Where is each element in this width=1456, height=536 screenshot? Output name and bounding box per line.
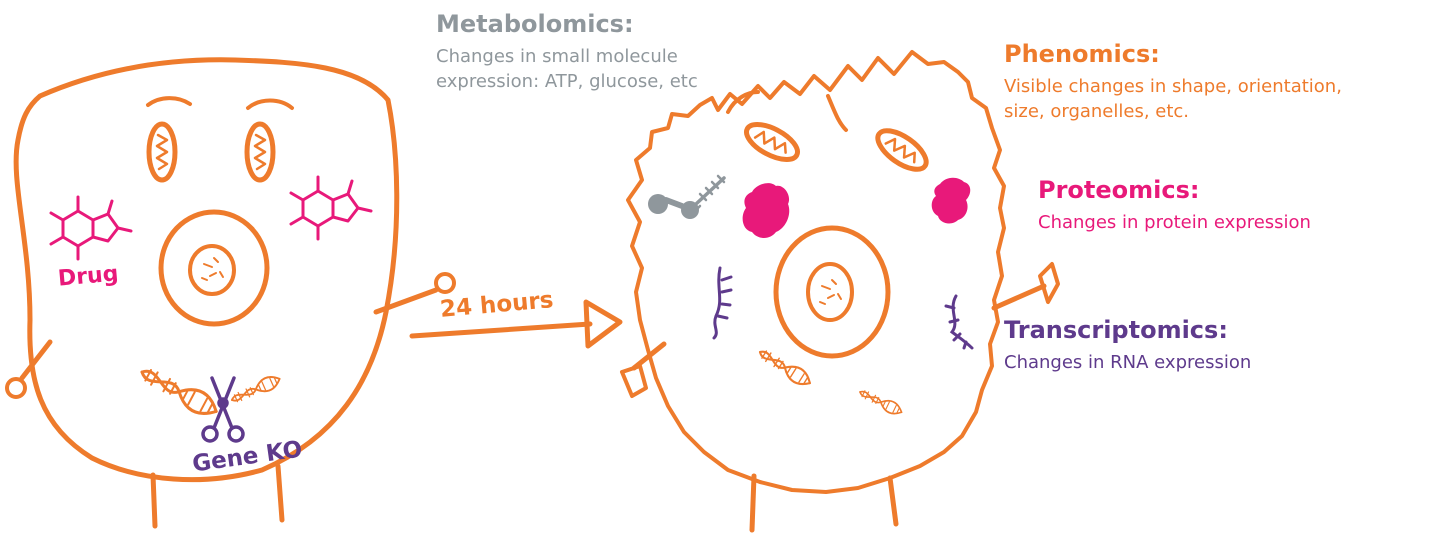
after-cell-right-arm bbox=[991, 283, 1047, 311]
before-cell-left-hand bbox=[5, 377, 27, 399]
after-cell-eyebrow bbox=[726, 90, 760, 114]
transcriptomics-line: Changes in RNA expression bbox=[1004, 352, 1252, 373]
phenomics-line: Visible changes in shape, orientation, bbox=[1004, 76, 1342, 97]
after-cell-left-arm bbox=[631, 341, 667, 371]
after-cell-eyebrow bbox=[826, 94, 848, 132]
metabolomics-line: Changes in small molecule bbox=[436, 46, 678, 67]
before-cell-left-leg bbox=[150, 472, 158, 529]
proteomics-annotation: Proteomics: Changes in protein expressio… bbox=[1038, 176, 1311, 235]
nucleus-icon bbox=[158, 209, 270, 327]
metabolite-icon bbox=[648, 174, 726, 219]
transcriptomics-title: Transcriptomics: bbox=[1004, 316, 1228, 344]
proteomics-title: Proteomics: bbox=[1038, 176, 1200, 204]
protein-blob-icon bbox=[742, 183, 790, 238]
drug-label: Drug bbox=[56, 261, 120, 292]
drug-molecule-icon bbox=[289, 175, 373, 241]
before-cell-right-leg bbox=[275, 463, 285, 523]
metabolomics-annotation: Metabolomics: Changes in small molecule … bbox=[436, 10, 698, 94]
metabolomics-line: expression: ATP, glucose, etc bbox=[436, 71, 698, 92]
after-cell-right-leg bbox=[887, 475, 899, 527]
before-cell-outline bbox=[13, 57, 400, 483]
mitochondria-icon bbox=[149, 124, 175, 180]
proteomics-line: Changes in protein expression bbox=[1038, 212, 1311, 233]
phenomics-annotation: Phenomics: Visible changes in shape, ori… bbox=[1004, 40, 1342, 124]
before-cell-eyebrow bbox=[146, 96, 192, 107]
protein-blob-icon bbox=[931, 177, 971, 224]
drug-molecule-icon bbox=[49, 195, 133, 261]
rna-strand-icon bbox=[944, 294, 974, 350]
metabolomics-title: Metabolomics: bbox=[436, 10, 634, 38]
before-cell-right-hand bbox=[434, 272, 456, 294]
dna-helix-icon bbox=[856, 385, 905, 419]
mitochondria-icon bbox=[872, 123, 933, 176]
before-cell-eyebrow bbox=[246, 98, 294, 110]
rna-strand-icon bbox=[712, 266, 733, 340]
time-arrow bbox=[409, 299, 623, 349]
after-cell bbox=[620, 50, 1060, 533]
phenomics-title: Phenomics: bbox=[1004, 40, 1160, 68]
scissors-icon bbox=[201, 376, 245, 443]
before-cell bbox=[5, 57, 456, 529]
after-cell-left-leg bbox=[749, 473, 757, 533]
mitochondria-icon bbox=[247, 124, 273, 180]
dna-helix-icon bbox=[135, 361, 223, 423]
before-cell-left-arm bbox=[19, 339, 53, 381]
before-cell-right-arm bbox=[373, 287, 439, 315]
mitochondria-icon bbox=[741, 117, 803, 166]
transcriptomics-annotation: Transcriptomics: Changes in RNA expressi… bbox=[1004, 316, 1251, 375]
nucleus-icon bbox=[773, 225, 891, 359]
dna-helix-icon bbox=[755, 344, 815, 391]
after-cell-right-hand bbox=[1038, 262, 1060, 304]
after-cell-outline bbox=[626, 50, 1006, 494]
dna-helix-icon bbox=[228, 371, 284, 407]
after-cell-left-hand bbox=[620, 364, 648, 398]
phenomics-line: size, organelles, etc. bbox=[1004, 101, 1190, 122]
